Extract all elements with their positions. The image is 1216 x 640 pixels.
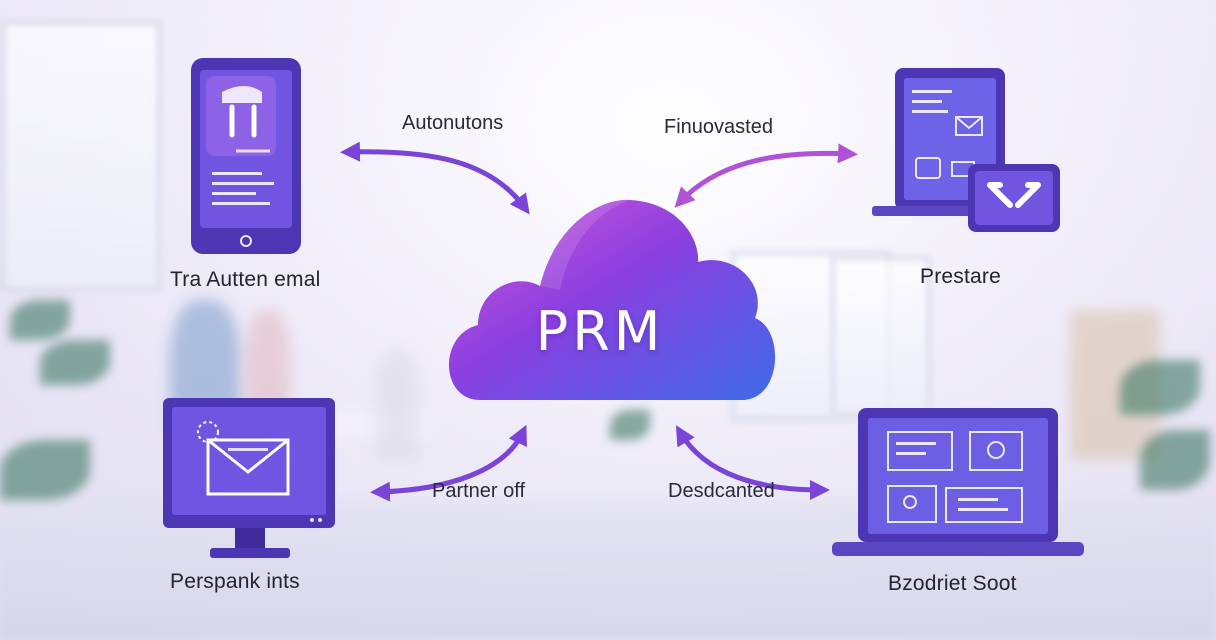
node-label-bottom-right: Bzodriet Soot (888, 572, 1017, 595)
laptop-tablet-icon (872, 68, 1060, 232)
edge-label-bottom-right: Desdcanted (668, 480, 775, 502)
edge-label-bottom-left: Partner off (432, 480, 526, 502)
background-window-left (0, 20, 162, 292)
cloud-icon (448, 199, 776, 400)
arrow-bottom-left (370, 424, 527, 502)
node-label-top-right: Prestare (920, 265, 1001, 288)
background-plant-right-2 (1140, 430, 1210, 490)
arrow-bottom-right (675, 425, 830, 500)
arrow-top-left (340, 141, 530, 215)
edge-label-top-right: Finuovasted (664, 116, 773, 138)
background-plant-left (10, 300, 70, 340)
background-plant-left-2 (40, 340, 110, 385)
arrow-top-right (674, 143, 858, 208)
background-plant-center (610, 410, 650, 440)
phone-icon (191, 58, 301, 254)
laptop-dashboard-icon (832, 408, 1084, 556)
background-plant-right (1120, 360, 1200, 415)
background-plant-bottom-left (0, 440, 90, 500)
monitor-email-icon (163, 398, 335, 558)
node-label-bottom-left: Perspank ints (170, 570, 300, 593)
node-label-top-left: Tra Autten emal (170, 268, 321, 291)
edge-label-top-left: Autonutons (402, 112, 504, 134)
hub-title: PRM (535, 300, 665, 363)
